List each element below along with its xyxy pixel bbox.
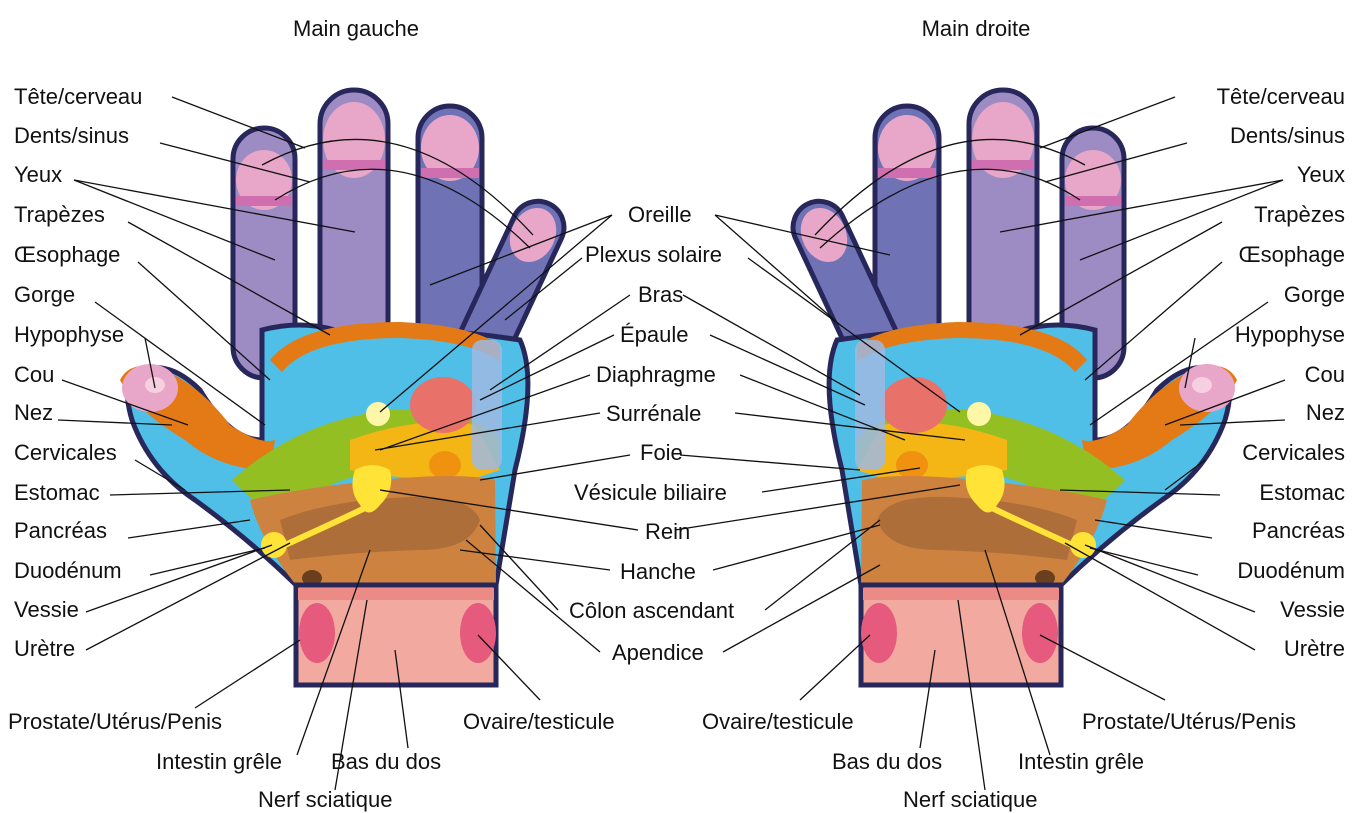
label-oesophage-right: Œsophage bbox=[1239, 242, 1345, 267]
label-duodenum-left: Duodénum bbox=[14, 558, 122, 583]
title-left: Main gauche bbox=[293, 16, 419, 41]
label-estomac-left: Estomac bbox=[14, 480, 100, 505]
label-basdos-right: Bas du dos bbox=[832, 749, 942, 774]
right-hand bbox=[785, 90, 1237, 685]
label-surrenale: Surrénale bbox=[606, 401, 701, 426]
label-vessie-left: Vessie bbox=[14, 597, 79, 622]
label-basdos-left: Bas du dos bbox=[331, 749, 441, 774]
center-labels: Oreille Plexus solaire Bras Épaule Diaph… bbox=[569, 202, 734, 665]
label-ovaire-right: Ovaire/testicule bbox=[702, 709, 854, 734]
label-cou-right: Cou bbox=[1305, 362, 1345, 387]
label-nerf-left: Nerf sciatique bbox=[258, 787, 393, 812]
label-tete-right: Tête/cerveau bbox=[1217, 84, 1345, 109]
label-intestin-left: Intestin grêle bbox=[156, 749, 282, 774]
label-nez-right: Nez bbox=[1306, 400, 1345, 425]
label-oreille: Oreille bbox=[628, 202, 692, 227]
label-yeux-left: Yeux bbox=[14, 162, 62, 187]
label-nez-left: Nez bbox=[14, 400, 53, 425]
label-hypophyse-left: Hypophyse bbox=[14, 322, 124, 347]
label-prostate-right: Prostate/Utérus/Penis bbox=[1082, 709, 1296, 734]
label-gorge-right: Gorge bbox=[1284, 282, 1345, 307]
label-diaphragme: Diaphragme bbox=[596, 362, 716, 387]
label-pancreas-right: Pancréas bbox=[1252, 518, 1345, 543]
label-cervicales-right: Cervicales bbox=[1242, 440, 1345, 465]
label-estomac-right: Estomac bbox=[1259, 480, 1345, 505]
label-duodenum-right: Duodénum bbox=[1237, 558, 1345, 583]
label-cou-left: Cou bbox=[14, 362, 54, 387]
label-pancreas-left: Pancréas bbox=[14, 518, 107, 543]
title-right: Main droite bbox=[922, 16, 1031, 41]
label-trapezes-right: Trapèzes bbox=[1254, 202, 1345, 227]
label-oesophage-left: Œsophage bbox=[14, 242, 120, 267]
label-bras: Bras bbox=[638, 282, 683, 307]
label-dents-right: Dents/sinus bbox=[1230, 123, 1345, 148]
label-hypophyse-right: Hypophyse bbox=[1235, 322, 1345, 347]
label-apendice: Apendice bbox=[612, 640, 704, 665]
label-hanche: Hanche bbox=[620, 559, 696, 584]
label-tete-left: Tête/cerveau bbox=[14, 84, 142, 109]
label-vesicule: Vésicule biliaire bbox=[574, 480, 727, 505]
label-prostate-left: Prostate/Utérus/Penis bbox=[8, 709, 222, 734]
label-rein: Rein bbox=[645, 519, 690, 544]
label-vessie-right: Vessie bbox=[1280, 597, 1345, 622]
label-dents-left: Dents/sinus bbox=[14, 123, 129, 148]
label-gorge-left: Gorge bbox=[14, 282, 75, 307]
label-nerf-right: Nerf sciatique bbox=[903, 787, 1038, 812]
label-cervicales-left: Cervicales bbox=[14, 440, 117, 465]
label-uretre-right: Urètre bbox=[1284, 636, 1345, 661]
label-intestin-right: Intestin grêle bbox=[1018, 749, 1144, 774]
label-plexus: Plexus solaire bbox=[585, 242, 722, 267]
label-epaule: Épaule bbox=[620, 322, 689, 347]
label-yeux-right: Yeux bbox=[1297, 162, 1345, 187]
label-colon: Côlon ascendant bbox=[569, 598, 734, 623]
label-foie: Foie bbox=[640, 440, 683, 465]
label-ovaire-left: Ovaire/testicule bbox=[463, 709, 615, 734]
label-trapezes-left: Trapèzes bbox=[14, 202, 105, 227]
label-uretre-left: Urètre bbox=[14, 636, 75, 661]
